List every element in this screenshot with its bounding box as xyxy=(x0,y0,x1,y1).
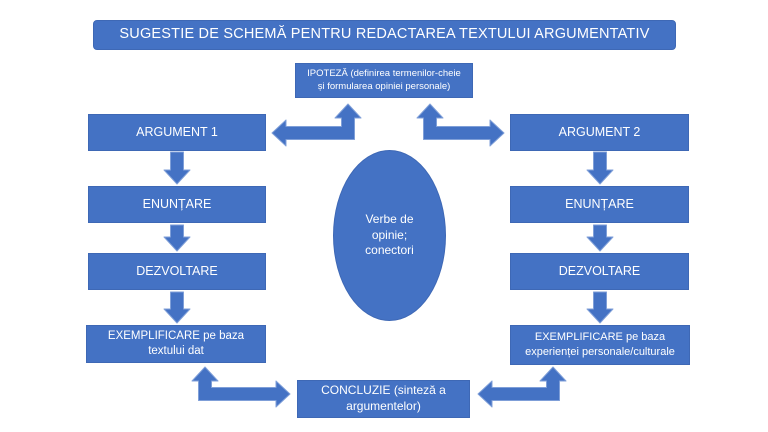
node-enuntare-left-label: ENUNȚARE xyxy=(142,197,212,212)
node-exemplificare-experience: EXEMPLIFICARE pe baza experienței person… xyxy=(510,325,690,365)
node-enuntare-left: ENUNȚARE xyxy=(88,186,266,223)
node-exemplificare-text: EXEMPLIFICARE pe baza textului dat xyxy=(86,325,266,363)
arrow-argument1-to-enuntare xyxy=(163,151,191,185)
node-argument-2-label: ARGUMENT 2 xyxy=(558,125,641,140)
arrow-ipoteza-argument1 xyxy=(271,103,362,147)
node-ipoteza-line1: IPOTEZĂ (definirea termenilor-cheie xyxy=(307,67,461,79)
diagram-title-text: SUGESTIE DE SCHEMĂ PENTRU REDACTAREA TEX… xyxy=(119,26,650,43)
arrow-exemplificare-left-concluzie xyxy=(191,366,291,408)
arrow-argument2-to-enuntare xyxy=(586,151,614,185)
node-concluzie-line1: CONCLUZIE (sinteză a xyxy=(321,383,446,398)
arrow-exemplificare-right-concluzie xyxy=(477,366,567,408)
ellipse-line2: opinie; xyxy=(371,227,408,242)
node-concluzie-line2: argumentelor) xyxy=(346,399,421,413)
node-ipoteza: IPOTEZĂ (definirea termenilor-cheie și f… xyxy=(295,63,473,98)
node-dezvoltare-right-label: DEZVOLTARE xyxy=(558,264,641,279)
node-dezvoltare-left-label: DEZVOLTARE xyxy=(136,264,218,279)
node-exemplificare-text-line1: EXEMPLIFICARE pe baza xyxy=(107,329,245,342)
node-verbe-de-opinie-ellipse: Verbe de opinie; conectori xyxy=(333,150,446,321)
node-argument-1: ARGUMENT 1 xyxy=(88,114,266,151)
node-argument-2: ARGUMENT 2 xyxy=(510,114,689,151)
node-ipoteza-line2: și formularea opiniei personale) xyxy=(317,80,451,92)
diagram-title: SUGESTIE DE SCHEMĂ PENTRU REDACTAREA TEX… xyxy=(93,20,676,50)
node-enuntare-right-label: ENUNȚARE xyxy=(565,197,634,212)
node-dezvoltare-left: DEZVOLTARE xyxy=(88,253,266,290)
node-argument-1-label: ARGUMENT 1 xyxy=(136,125,218,140)
arrow-ipoteza-argument2 xyxy=(416,103,505,147)
ellipse-line3: conectori xyxy=(365,243,414,258)
node-exemplificare-experience-line2: experienței personale/culturale xyxy=(525,346,675,358)
node-enuntare-right: ENUNȚARE xyxy=(510,186,689,223)
node-dezvoltare-right: DEZVOLTARE xyxy=(510,253,689,290)
arrow-dezvoltare-to-exemplificare-right xyxy=(586,291,614,324)
node-exemplificare-text-line2: textului dat xyxy=(148,345,204,357)
node-exemplificare-experience-line1: EXEMPLIFICARE pe baza xyxy=(534,331,666,344)
ellipse-line1: Verbe de xyxy=(365,211,414,226)
arrow-dezvoltare-to-exemplificare-left xyxy=(163,291,191,324)
arrow-enuntare-to-dezvoltare-right xyxy=(586,224,614,252)
arrow-enuntare-to-dezvoltare-left xyxy=(163,224,191,252)
node-concluzie: CONCLUZIE (sinteză a argumentelor) xyxy=(297,380,470,418)
